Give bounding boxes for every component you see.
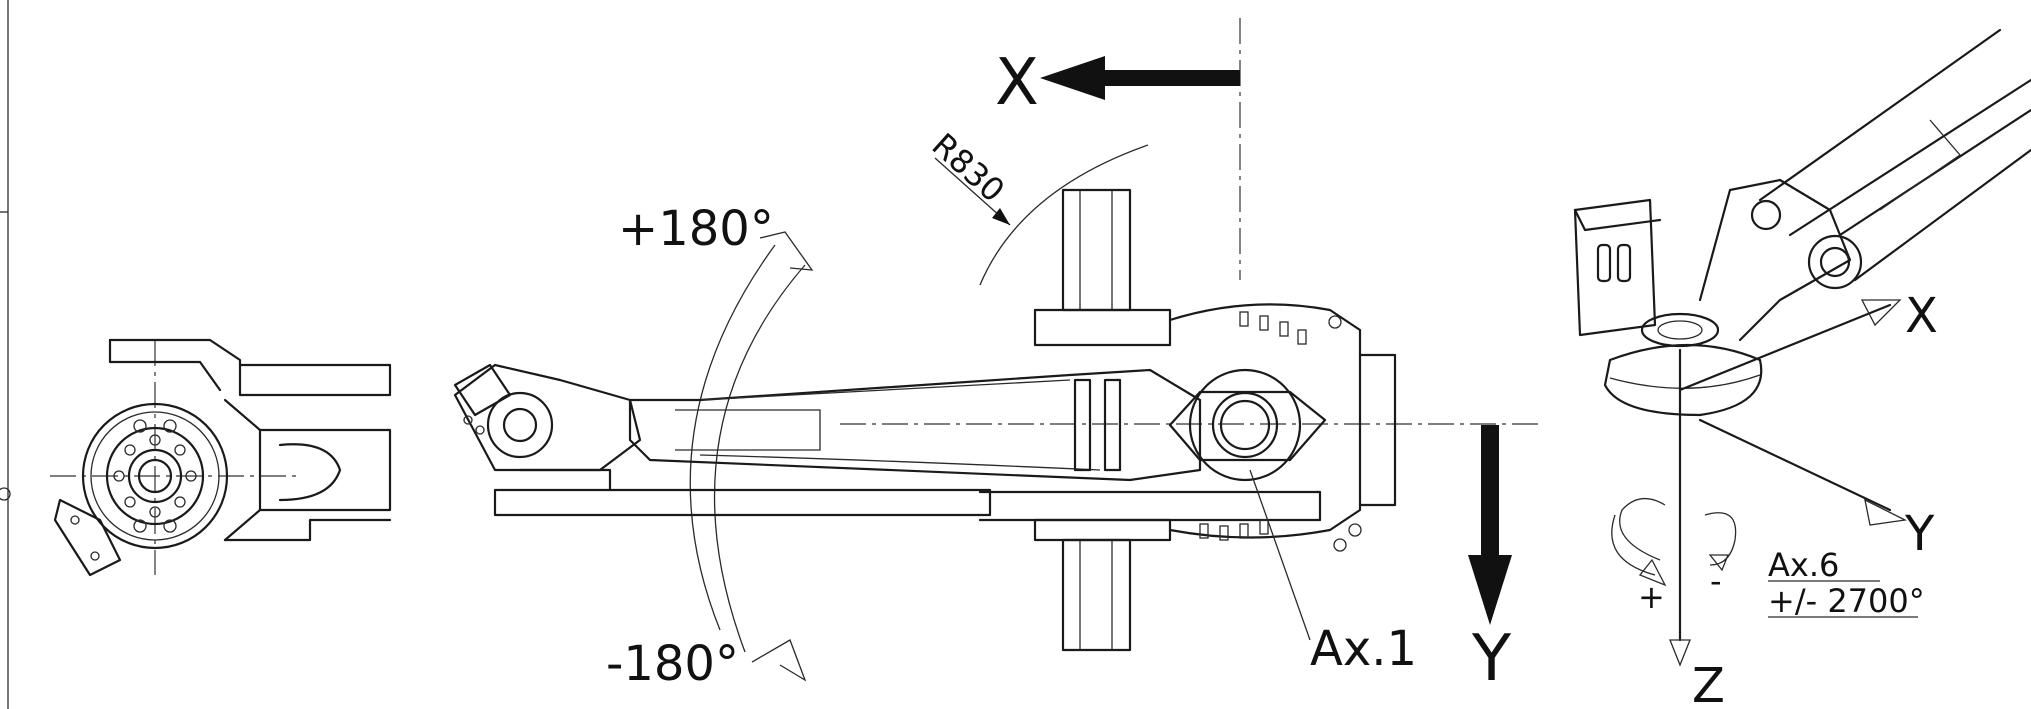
axis-6-range: +/- 2700° bbox=[1768, 582, 1925, 620]
angle-minus-label: -180° bbox=[606, 636, 739, 692]
iso-x-label: X bbox=[1905, 288, 1938, 344]
y-axis-arrow bbox=[1468, 425, 1512, 625]
rotation-plus-sign: + bbox=[1638, 578, 1665, 616]
bolt-circle bbox=[113, 419, 197, 533]
y-axis-label: Y bbox=[1471, 622, 1512, 696]
iso-y-label: Y bbox=[1904, 506, 1935, 562]
rotation-minus-sign: - bbox=[1710, 562, 1722, 600]
frame-edge bbox=[0, 0, 11, 709]
radius-label: R830 bbox=[925, 126, 1012, 210]
axis-1-label: Ax.1 bbox=[1310, 621, 1417, 677]
wrist-iso-view bbox=[1573, 28, 2031, 667]
x-axis-label: X bbox=[995, 46, 1039, 120]
axis-1-rotation-arc bbox=[689, 231, 814, 682]
iso-z-label: Z bbox=[1692, 658, 1725, 709]
angle-plus-label: +180° bbox=[618, 201, 774, 257]
x-axis-arrow bbox=[1040, 56, 1240, 100]
base-slots bbox=[1199, 311, 1362, 552]
arm-top-view bbox=[453, 18, 1540, 652]
axis-6-name: Ax.6 bbox=[1768, 546, 1839, 584]
wrist-end-view bbox=[50, 338, 392, 577]
